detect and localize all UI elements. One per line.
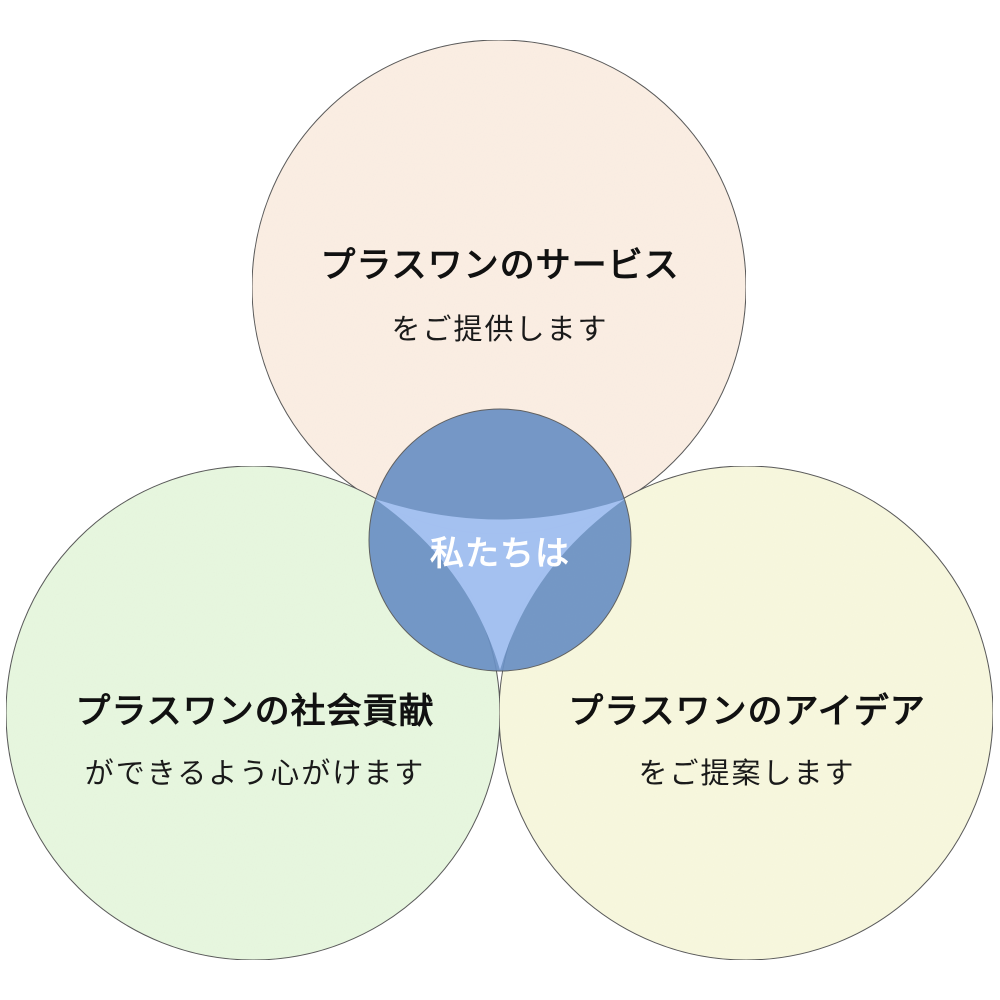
center-title: 私たちは <box>430 534 570 574</box>
top-circle-title: プラスワンのサービス <box>320 246 680 286</box>
triple-overlap-region <box>375 499 625 670</box>
circle-idea <box>498 465 994 961</box>
top-circle-subtitle: をご提供します <box>391 312 609 346</box>
right-circle-title: プラスワンのアイデア <box>568 692 926 732</box>
right-circle-subtitle: をご提案します <box>638 756 856 790</box>
left-circle-title: プラスワンの社会貢献 <box>75 692 435 732</box>
left-circle-subtitle: ができるよう心がけます <box>84 756 426 790</box>
